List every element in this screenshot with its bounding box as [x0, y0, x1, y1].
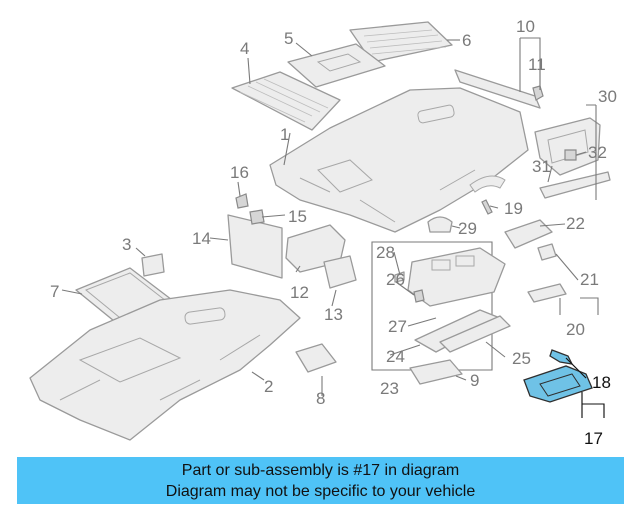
part-15-clip: [249, 209, 265, 225]
callout-16: 16: [230, 163, 249, 182]
callout-29: 29: [458, 219, 477, 238]
parts-diagram: 1 2 3 4 5 6 7 8 9 10 11 12 13 14 15 16 1…: [29, 17, 617, 448]
callout-15: 15: [288, 207, 307, 226]
part-5-panel: [287, 43, 386, 88]
callout-3: 3: [122, 235, 131, 254]
part-10-trim: [454, 69, 541, 109]
callout-23: 23: [380, 379, 399, 398]
part-2-headliner: [29, 289, 301, 441]
callout-22: 22: [566, 214, 585, 233]
callout-19: 19: [504, 199, 523, 218]
part-3-bracket: [141, 253, 165, 277]
banner-line-1: Part or sub-assembly is #17 in diagram: [181, 462, 460, 479]
part-17-dome-lamp: [523, 365, 593, 403]
callout-9: 9: [470, 371, 479, 390]
part-31-lamp: [539, 171, 611, 199]
part-26-knob: [413, 289, 425, 303]
part-8-lens: [295, 343, 337, 373]
callout-4: 4: [240, 39, 249, 58]
part-20-module: [527, 283, 567, 303]
callout-13: 13: [324, 305, 343, 324]
callout-2: 2: [264, 377, 273, 396]
callout-18: 18: [592, 373, 611, 392]
part-23-group: [371, 241, 511, 371]
callout-17: 17: [584, 429, 603, 448]
part-29-lamp: [427, 216, 453, 233]
part-19-screw: [481, 199, 493, 215]
callout-24: 24: [386, 347, 405, 366]
callout-26: 26: [386, 270, 405, 289]
callout-7: 7: [50, 282, 59, 301]
callout-1: 1: [280, 125, 289, 144]
part-21-switch: [537, 243, 557, 261]
callout-20: 20: [566, 320, 585, 339]
callout-21: 21: [580, 270, 599, 289]
callout-labels: 1 2 3 4 5 6 7 8 9 10 11 12 13 14 15 16 1…: [50, 17, 617, 448]
callout-25: 25: [512, 349, 531, 368]
part-22-bracket: [504, 219, 553, 249]
banner-line-2: Diagram may not be specific to your vehi…: [165, 483, 476, 500]
part-9-lens: [409, 359, 463, 385]
callout-10: 10: [516, 17, 535, 36]
part-14-visor: [227, 214, 283, 279]
highlight-leader-lines: [565, 357, 605, 418]
callout-27: 27: [388, 317, 407, 336]
part-30-console: [534, 117, 601, 176]
callout-14: 14: [192, 229, 211, 248]
part-16-clip: [235, 193, 249, 209]
callout-32: 32: [588, 143, 607, 162]
callout-31: 31: [532, 157, 551, 176]
info-banner: Part or sub-assembly is #17 in diagram D…: [17, 457, 624, 504]
callout-30: 30: [598, 87, 617, 106]
part-19-handle: [469, 175, 506, 193]
callout-28: 28: [376, 243, 395, 262]
leader-lines: [61, 37, 605, 418]
callout-5: 5: [284, 29, 293, 48]
part-18-bulb: [549, 349, 574, 365]
part-13-cover: [323, 255, 357, 289]
callout-8: 8: [316, 389, 325, 408]
callout-11: 11: [528, 55, 546, 74]
callout-12: 12: [290, 283, 309, 302]
part-4-panel: [231, 71, 341, 131]
part-32-cap: [564, 149, 577, 161]
callout-6: 6: [462, 31, 471, 50]
